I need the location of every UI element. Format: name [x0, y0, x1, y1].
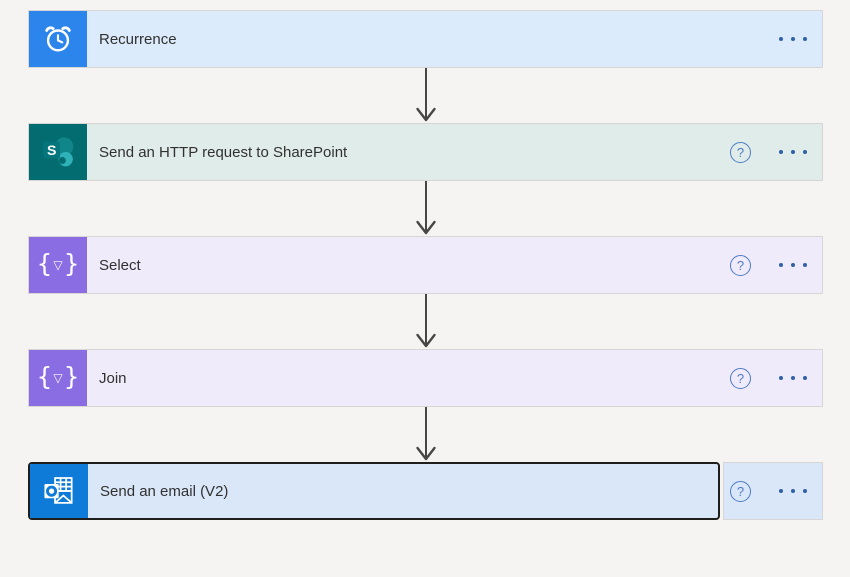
step-title: Recurrence — [99, 30, 177, 48]
ellipsis-icon — [791, 150, 795, 154]
step-extras: ? — [723, 349, 823, 407]
step-title: Join — [99, 369, 127, 387]
step-header[interactable]: Send an email (V2) — [28, 462, 720, 520]
help-icon: ? — [736, 144, 745, 160]
ellipsis-icon — [779, 150, 783, 154]
ellipsis-icon — [803, 263, 807, 267]
more-options-button[interactable] — [777, 148, 809, 156]
ellipsis-icon — [803, 37, 807, 41]
help-icon: ? — [736, 257, 745, 273]
help-button[interactable]: ? — [730, 254, 751, 276]
help-icon: ? — [736, 370, 745, 386]
ellipsis-icon — [779, 263, 783, 267]
step-extras: ? — [723, 462, 823, 520]
arrow-down-icon — [415, 181, 436, 235]
help-icon: ? — [736, 483, 745, 499]
more-options-button[interactable] — [777, 374, 809, 382]
sharepoint-icon: S — [43, 137, 74, 167]
step-title: Select — [99, 256, 141, 274]
more-options-button[interactable] — [777, 487, 809, 495]
arrow-down-icon — [415, 68, 436, 122]
ellipsis-icon — [779, 37, 783, 41]
flow-step-recurrence: Recurrence — [28, 10, 823, 68]
ellipsis-icon — [791, 263, 795, 267]
step-header[interactable]: Recurrence — [28, 10, 723, 68]
step-icon: S — [29, 124, 87, 180]
step-header[interactable]: {▽} Select — [28, 236, 723, 294]
ellipsis-icon — [791, 376, 795, 380]
step-header[interactable]: {▽} Join — [28, 349, 723, 407]
connector — [28, 68, 823, 123]
step-icon: {▽} — [29, 350, 87, 406]
flow-step-select: {▽} Select ? — [28, 236, 823, 294]
data-operation-icon: {▽} — [36, 248, 80, 278]
flow-step-send-an-email-v2: Send an email (V2) ? — [28, 462, 823, 520]
connector — [28, 294, 823, 349]
ellipsis-icon — [779, 489, 783, 493]
data-operation-icon: {▽} — [36, 361, 80, 391]
step-icon — [29, 11, 87, 67]
flow-step-join: {▽} Join ? — [28, 349, 823, 407]
step-extras: ? — [723, 123, 823, 181]
arrow-down-icon — [415, 407, 436, 461]
step-extras — [723, 10, 823, 68]
more-options-button[interactable] — [777, 261, 809, 269]
outlook-icon — [44, 477, 73, 504]
help-button[interactable]: ? — [730, 367, 751, 389]
step-extras: ? — [723, 236, 823, 294]
ellipsis-icon — [791, 489, 795, 493]
flow-step-send-http-request-to-sharepoint: S Send an HTTP request to SharePoint ? — [28, 123, 823, 181]
step-title: Send an email (V2) — [100, 482, 229, 500]
arrow-down-icon — [415, 294, 436, 348]
ellipsis-icon — [803, 150, 807, 154]
ellipsis-icon — [803, 489, 807, 493]
connector — [28, 181, 823, 236]
ellipsis-icon — [791, 37, 795, 41]
step-header[interactable]: S Send an HTTP request to SharePoint — [28, 123, 723, 181]
more-options-button[interactable] — [777, 35, 809, 43]
step-title: Send an HTTP request to SharePoint — [99, 143, 348, 161]
connector — [28, 407, 823, 462]
alarm-clock-icon — [45, 26, 71, 52]
help-button[interactable]: ? — [730, 141, 751, 163]
ellipsis-icon — [779, 376, 783, 380]
svg-text:S: S — [47, 143, 56, 159]
ellipsis-icon — [803, 376, 807, 380]
step-icon — [30, 464, 88, 518]
step-icon: {▽} — [29, 237, 87, 293]
help-button[interactable]: ? — [730, 480, 751, 502]
